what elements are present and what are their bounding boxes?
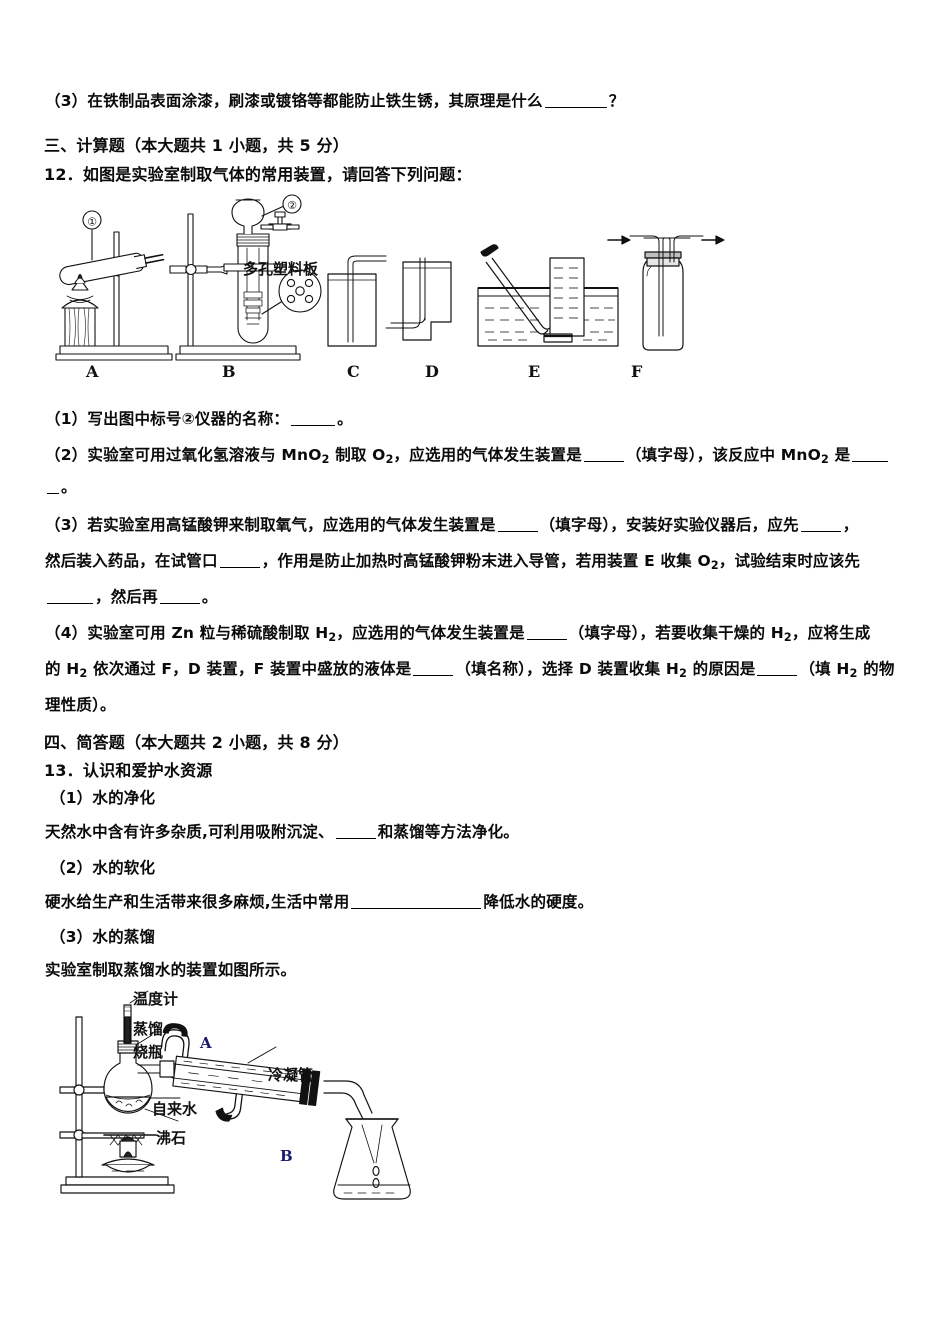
apparatus-label-b: B <box>222 362 236 381</box>
q12-part1: （1）写出图中标号②仪器的名称： 。 <box>45 407 353 429</box>
answer-blank[interactable] <box>852 461 889 462</box>
q11-part3-text: （3）在铁制品表面涂漆，刷漆或镀铬等都能防止铁生锈，其原理是什么 <box>45 92 543 110</box>
answer-blank[interactable] <box>526 639 567 640</box>
answer-blank[interactable] <box>291 425 336 426</box>
q12-part4-line3: 理性质）。 <box>45 696 116 714</box>
marker-a-label: A <box>200 1034 212 1052</box>
answer-blank[interactable] <box>800 531 841 532</box>
answer-blank[interactable] <box>351 908 482 909</box>
distillation-apparatus-figure <box>52 985 412 1213</box>
apparatus-label-c: C <box>347 362 360 381</box>
q12-stem: 12．如图是实验室制取气体的常用装置，请回答下列问题： <box>44 165 472 184</box>
marker-b-label: B <box>280 1147 293 1165</box>
q11-part3-line: （3）在铁制品表面涂漆，刷漆或镀铬等都能防止铁生锈，其原理是什么 ？ <box>45 89 624 111</box>
q13-stem: 13．认识和爱护水资源 <box>44 761 213 780</box>
answer-blank[interactable] <box>413 675 454 676</box>
q13-part1-title: （1）水的净化 <box>50 789 156 807</box>
gas-preparation-apparatus-figure: ① <box>48 194 725 376</box>
q12-part3-line3: ，然后再。 <box>45 585 218 607</box>
q13-part2-body: 硬水给生产和生活带来很多麻烦,生活中常用降低水的硬度。 <box>45 893 594 911</box>
q12-part3-line1: （3）若实验室用高锰酸钾来制取氧气，应选用的气体发生装置是（填字母），安装好实验… <box>45 516 859 534</box>
answer-blank[interactable] <box>757 675 798 676</box>
q12-part2-line2: 。 <box>45 475 77 497</box>
apparatus-label-d: D <box>425 362 439 381</box>
apparatus-label-a: A <box>86 362 99 381</box>
distillation-flask-label-line1: 蒸馏 <box>133 1020 164 1038</box>
q13-part3-title: （3）水的蒸馏 <box>50 928 156 946</box>
answer-blank[interactable] <box>219 567 260 568</box>
q12-part1-period: 。 <box>337 410 353 428</box>
q12-part1-text: （1）写出图中标号②仪器的名称： <box>45 410 290 428</box>
answer-blank[interactable] <box>497 531 538 532</box>
condenser-label: 冷凝管 <box>268 1066 314 1084</box>
answer-blank[interactable] <box>583 461 624 462</box>
answer-blank[interactable] <box>47 603 93 604</box>
section-four-heading: 四、简答题（本大题共 2 小题，共 8 分） <box>44 733 349 752</box>
answer-blank[interactable] <box>335 838 376 839</box>
q12-part4-line2: 的 H2 依次通过 F，D 装置，F 装置中盛放的液体是（填名称），选择 D 装… <box>45 660 895 681</box>
thermometer-label: 温度计 <box>133 990 179 1008</box>
porous-plate-label: 多孔塑料板 <box>243 260 319 278</box>
q12-part4-line1: （4）实验室可用 Zn 粒与稀硫酸制取 H2，应选用的气体发生装置是（填字母），… <box>45 624 871 645</box>
apparatus-label-f: F <box>631 362 643 381</box>
q13-part3-body: 实验室制取蒸馏水的装置如图所示。 <box>45 961 297 979</box>
boiling-stone-label: 沸石 <box>156 1129 187 1147</box>
q13-part1-body: 天然水中含有许多杂质,可利用吸附沉淀、和蒸馏等方法净化。 <box>45 823 520 841</box>
q12-part3-line2: 然后装入药品，在试管口，作用是防止加热时高锰酸钾粉末进入导管，若用装置 E 收集… <box>45 552 861 573</box>
answer-blank[interactable] <box>47 493 59 494</box>
q12-part2-line1: （2）实验室可用过氧化氢溶液与 MnO2 制取 O2，应选用的气体发生装置是（填… <box>45 443 890 466</box>
svg-text:②: ② <box>287 199 297 212</box>
distillation-flask-label-line2: 烧瓶 <box>133 1043 164 1061</box>
svg-text:①: ① <box>87 216 97 229</box>
answer-blank[interactable] <box>544 107 607 108</box>
section-three-heading: 三、计算题（本大题共 1 小题，共 5 分） <box>44 136 349 155</box>
apparatus-label-e: E <box>528 362 541 381</box>
q11-part3-trailing: ？ <box>608 92 625 110</box>
q13-part2-title: （2）水的软化 <box>50 859 156 877</box>
tap-water-label: 自来水 <box>152 1100 198 1118</box>
answer-blank[interactable] <box>159 603 200 604</box>
